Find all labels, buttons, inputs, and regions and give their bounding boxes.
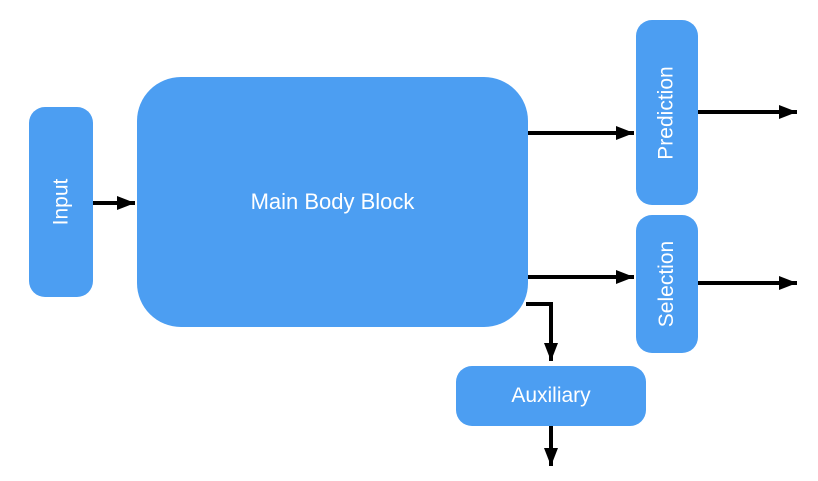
node-prediction: Prediction [636, 20, 698, 205]
node-selection-label: Selection [655, 240, 679, 328]
node-main-body-block-label: Main Body Block [250, 189, 415, 214]
node-auxiliary: Auxiliary [456, 366, 646, 426]
node-selection: Selection [636, 215, 698, 353]
node-auxiliary-label: Auxiliary [511, 384, 591, 407]
node-input: Input [29, 107, 93, 297]
node-main-body-block: Main Body Block [137, 77, 528, 327]
edge-main-to-auxiliary [526, 302, 558, 361]
node-input-label: Input [49, 178, 72, 226]
node-prediction-label: Prediction [655, 65, 679, 160]
